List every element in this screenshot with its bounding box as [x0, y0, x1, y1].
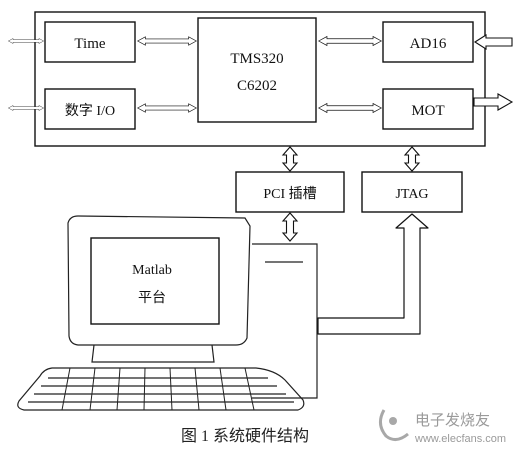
digital-io-label: 数字 I/O — [65, 103, 115, 119]
watermark-logo-icon — [379, 409, 409, 441]
dsp-label-line1: TMS320 — [230, 51, 283, 67]
ad16-label: AD16 — [410, 36, 447, 52]
time-label: Time — [74, 36, 105, 52]
jtag-block — [361, 171, 463, 213]
pc-jtag-cable — [317, 213, 429, 335]
watermark-brand: 电子发烧友 — [415, 412, 490, 429]
jtag-label: JTAG — [395, 187, 428, 202]
keyboard — [17, 367, 305, 411]
matlab-label-line1: Matlab — [132, 263, 172, 278]
ad16-input-arrow — [473, 33, 513, 51]
pci-slot-block — [235, 171, 345, 213]
mot-block — [382, 88, 474, 130]
time-block — [44, 21, 136, 63]
digital-io-block — [44, 88, 136, 130]
watermark-url: www.elecfans.com — [414, 433, 506, 445]
mot-label: MOT — [411, 103, 444, 119]
figure-caption: 图 1 系统硬件结构 — [181, 427, 309, 445]
pci-pc-arrow — [281, 212, 299, 242]
pc-tower — [252, 243, 318, 399]
mot-output-arrow — [473, 93, 514, 111]
board-jtag-arrow — [403, 146, 421, 172]
dsp-label-line2: C6202 — [237, 78, 277, 94]
monitor-screen — [90, 237, 220, 325]
ad16-block — [382, 21, 474, 63]
matlab-label-line2: 平台 — [138, 290, 166, 306]
dsp-block — [197, 17, 317, 123]
monitor-stand — [91, 344, 215, 363]
monitor — [67, 215, 251, 346]
pci-slot-label: PCI 插槽 — [263, 186, 316, 202]
watermark: 电子发烧友 www.elecfans.com — [379, 409, 506, 445]
board-pci-arrow — [281, 146, 299, 172]
